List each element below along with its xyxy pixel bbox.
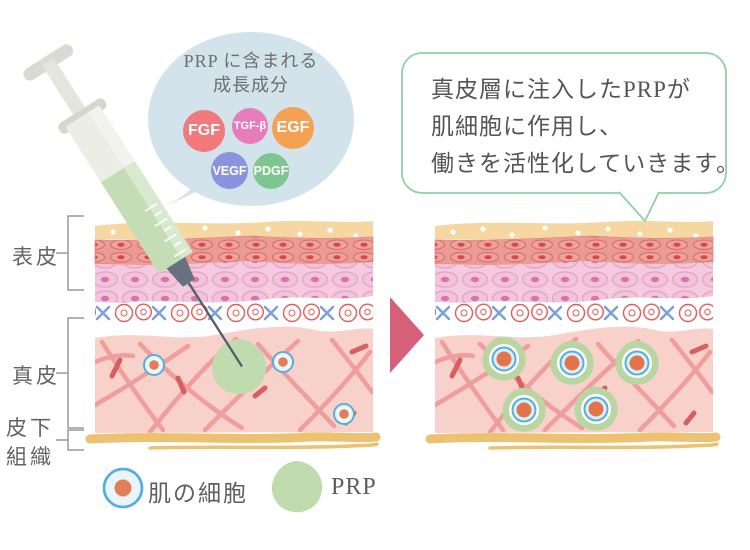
factor-label: PDGF	[253, 164, 289, 178]
factor-label: EGF	[276, 119, 310, 136]
factor-label: FGF	[188, 122, 220, 139]
legend-cell-icon	[102, 467, 144, 509]
layer-brackets	[56, 215, 84, 451]
transition-arrow-icon	[390, 297, 424, 373]
skin-diagram-before	[90, 221, 377, 448]
label-epidermis: 表皮	[12, 245, 60, 269]
skin-diagram-after	[430, 221, 717, 448]
factor-badge-tgfb: TGF-β	[232, 108, 268, 144]
label-dermis: 真皮	[12, 364, 60, 388]
factor-badge-pdgf: PDGF	[253, 153, 289, 189]
factor-badge-fgf: FGF	[183, 110, 225, 152]
factor-badge-egf: EGF	[272, 107, 314, 149]
callout-bubble	[401, 52, 727, 222]
factor-badge-vegf: VEGF	[211, 152, 248, 189]
factor-label: VEGF	[212, 163, 247, 178]
legend-cell-label: 肌の細胞	[148, 481, 248, 506]
callout-line1: 真皮層に注入したPRPが	[431, 77, 691, 102]
callout-line2: 肌細胞に作用し、	[431, 114, 623, 139]
factor-label: TGF-β	[233, 120, 267, 132]
growth-bubble-title-line2: 成長成分	[213, 75, 289, 95]
label-subcutis-line2: 組織	[6, 445, 54, 469]
growth-bubble-title-line1: PRP に含まれる	[183, 51, 319, 71]
callout-line3: 働きを活性化していきます。	[431, 151, 741, 176]
label-subcutis-line1: 皮下	[6, 416, 54, 440]
syringe-icon	[23, 44, 243, 368]
legend-prp-label: PRP	[331, 474, 377, 500]
legend-prp-icon	[271, 460, 323, 513]
